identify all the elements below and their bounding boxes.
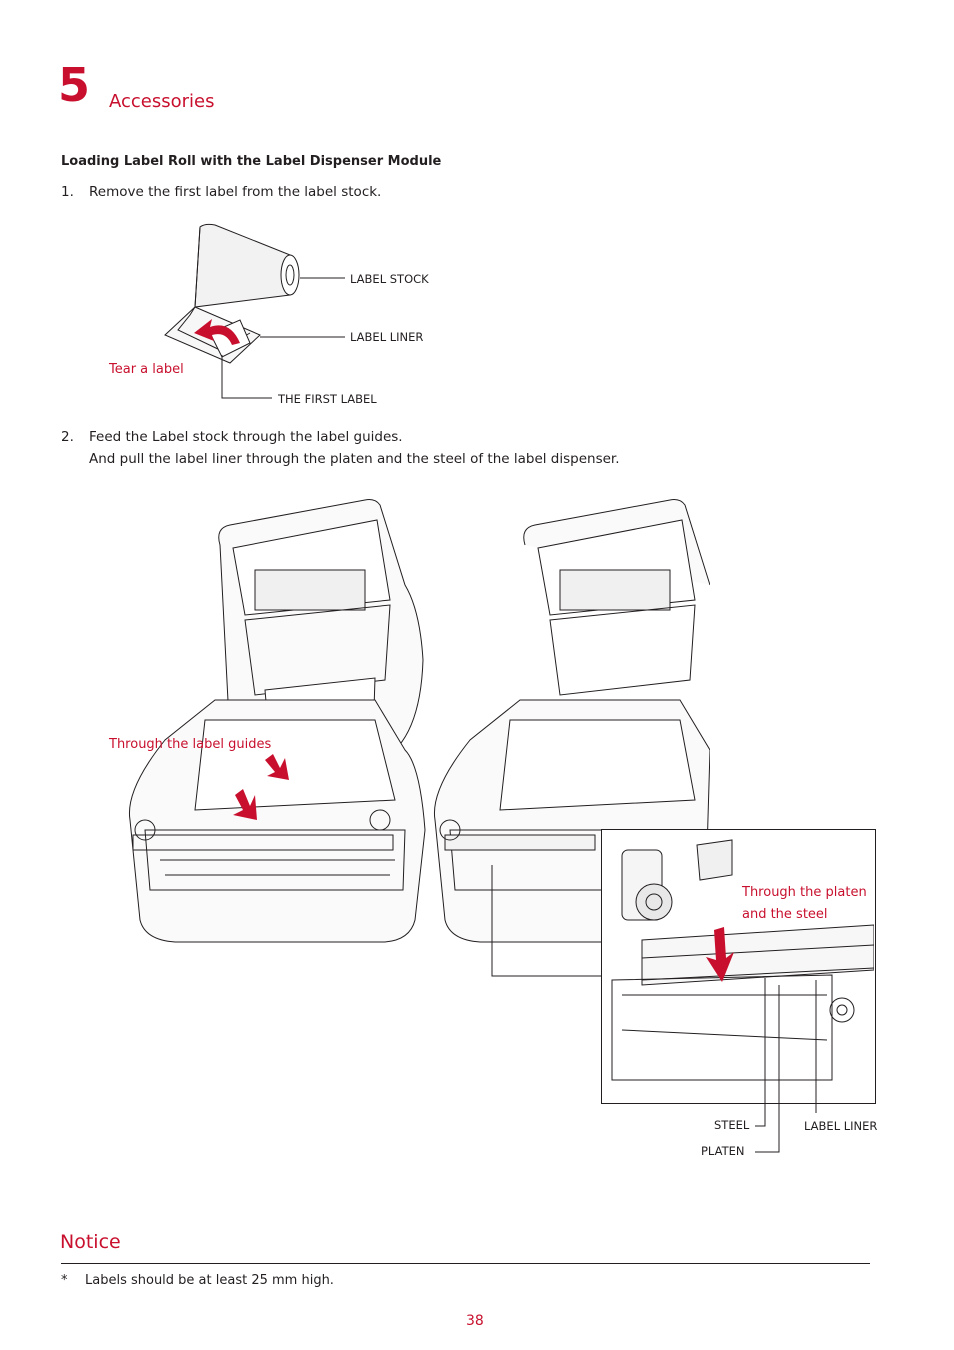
- callout-label-liner: LABEL LINER: [350, 330, 424, 344]
- notice-bullet: *: [61, 1273, 68, 1288]
- down-arrow-icon-1: [265, 754, 289, 780]
- platen-arrow-icon: [706, 927, 734, 982]
- callout-first-label: THE FIRST LABEL: [278, 392, 377, 406]
- callout-label-stock: LABEL STOCK: [350, 272, 429, 286]
- dispenser-detail-illustration: [611, 839, 874, 1081]
- step-2-number: 2.: [61, 429, 74, 445]
- chapter-title: Accessories: [109, 91, 215, 112]
- step-1-text: Remove the first label from the label st…: [89, 184, 382, 200]
- step-1-number: 1.: [61, 184, 74, 200]
- step-2-line-2: And pull the label liner through the pla…: [89, 451, 620, 467]
- through-platen-caption-line-2: and the steel: [742, 907, 828, 922]
- callout-platen: PLATEN: [701, 1144, 745, 1158]
- callout-leader-lines: [491, 865, 817, 1153]
- step-2-line-1: Feed the Label stock through the label g…: [89, 429, 403, 445]
- tear-label-caption: Tear a label: [109, 362, 184, 377]
- callout-label-liner-detail: LABEL LINER: [804, 1119, 878, 1133]
- through-guides-caption: Through the label guides: [109, 737, 272, 752]
- down-arrow-icon-2: [233, 789, 257, 820]
- label-roll-illustration: [164, 223, 345, 399]
- notice-title: Notice: [60, 1231, 121, 1253]
- callout-steel: STEEL: [714, 1118, 750, 1132]
- tear-arrow-icon: [194, 319, 240, 345]
- section-title: Loading Label Roll with the Label Dispen…: [61, 154, 442, 169]
- notice-divider: [61, 1263, 870, 1264]
- printer-illustration-left: [128, 499, 426, 943]
- notice-item-text: Labels should be at least 25 mm high.: [85, 1273, 334, 1288]
- through-platen-caption-line-1: Through the platen: [742, 885, 867, 900]
- chapter-number: 5: [58, 58, 91, 112]
- page-number: 38: [466, 1313, 484, 1329]
